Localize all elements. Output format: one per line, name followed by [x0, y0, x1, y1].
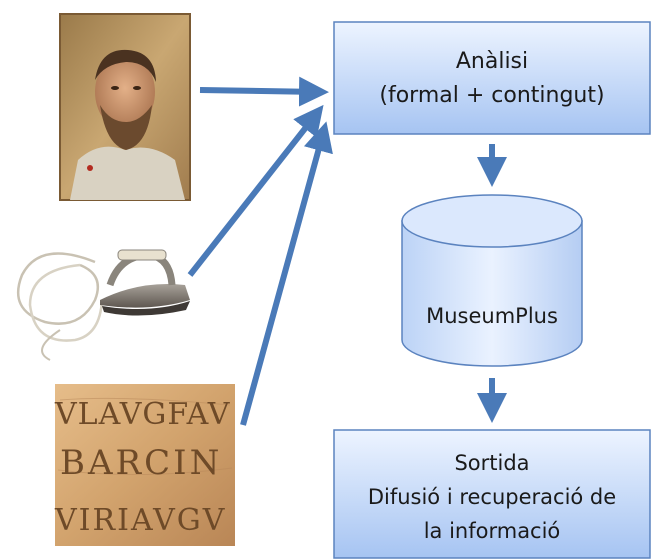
- portrait-painting-icon: [59, 13, 191, 201]
- output-line-2: Difusió i recuperació de: [368, 485, 616, 509]
- analysis-subtitle: (formal + contingut): [379, 83, 604, 108]
- input-arrows: [187, 76, 333, 426]
- database-cylinder-icon: MuseumPlus: [401, 194, 583, 367]
- output-title: Sortida: [454, 451, 529, 475]
- electric-iron-icon: [17, 249, 190, 361]
- stone-inscription-icon: VLAVGFAV BARCIN VIRIAVGV: [54, 384, 235, 546]
- analysis-title: Anàlisi: [456, 49, 528, 74]
- arrow-stone-to-analysis: [240, 121, 333, 426]
- output-line-3: la informació: [424, 519, 561, 543]
- arrow-iron-to-analysis: [187, 104, 324, 277]
- database-label: MuseumPlus: [426, 304, 558, 328]
- output-box: Sortida Difusió i recuperació de la info…: [333, 429, 651, 559]
- inscription-line-1: VLAVGFAV: [54, 397, 231, 432]
- inscription-line-3: VIRIAVGV: [54, 503, 226, 538]
- analysis-box: Anàlisi (formal + contingut): [333, 21, 651, 135]
- inscription-line-2: BARCIN: [60, 443, 222, 483]
- arrow-portrait-to-analysis: [199, 76, 329, 107]
